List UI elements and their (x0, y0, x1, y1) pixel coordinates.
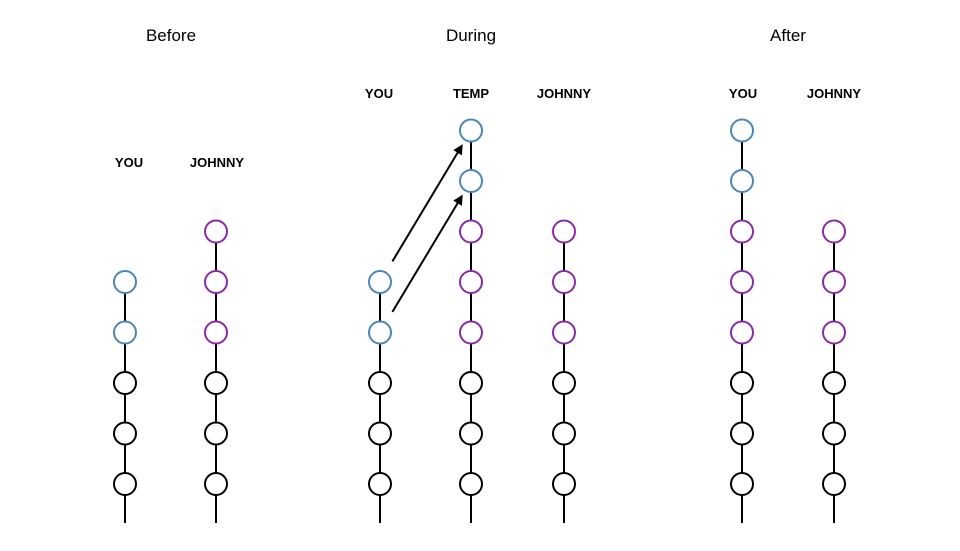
commit-node-base (459, 472, 483, 496)
branch-label-during-you: YOU (365, 86, 393, 101)
commit-node-base (552, 472, 576, 496)
commit-node-johnny (204, 320, 228, 345)
commit-node-base (822, 472, 846, 496)
branch-during-johnny (552, 219, 576, 523)
commit-node-johnny (459, 219, 483, 244)
panel-title-before: Before (146, 26, 196, 45)
commit-node-johnny (552, 219, 576, 244)
commit-node-johnny (459, 320, 483, 345)
commit-node-you (459, 169, 483, 193)
commit-node-johnny (730, 219, 754, 244)
branch-before-johnny (204, 219, 228, 523)
branch-label-after-you: YOU (729, 86, 757, 101)
rebase-arrow-2 (391, 144, 463, 262)
commit-node-johnny (730, 270, 754, 294)
commit-node-base (368, 472, 392, 496)
branch-label-during-johnny: JOHNNY (537, 86, 592, 101)
commit-node-you (730, 118, 754, 143)
branch-label-before-you: YOU (115, 155, 143, 170)
commit-node-base (730, 371, 754, 395)
commit-node-base (552, 371, 576, 395)
branch-label-after-johnny: JOHNNY (807, 86, 862, 101)
commit-node-base (552, 421, 576, 446)
rebase-arrows (391, 144, 463, 313)
branch-after-you (730, 118, 754, 523)
commit-node-base (459, 421, 483, 446)
commit-node-base (204, 371, 228, 395)
commit-node-johnny (822, 320, 846, 345)
commit-node-base (113, 472, 137, 496)
commit-node-johnny (822, 270, 846, 294)
branch-during-you (368, 270, 392, 523)
branch-label-during-temp: TEMP (453, 86, 489, 101)
commit-node-base (368, 421, 392, 446)
commit-node-johnny (204, 219, 228, 244)
commit-node-johnny (822, 219, 846, 244)
commit-node-johnny (459, 270, 483, 294)
commit-node-base (730, 472, 754, 496)
commit-node-base (730, 421, 754, 446)
commit-node-base (459, 371, 483, 395)
commit-node-johnny (552, 270, 576, 294)
commit-node-base (822, 421, 846, 446)
commit-node-base (822, 371, 846, 395)
commit-node-johnny (552, 320, 576, 345)
branch-columns (113, 118, 846, 523)
commit-node-you (113, 320, 137, 345)
commit-node-base (113, 421, 137, 446)
branch-before-you (113, 270, 137, 523)
branch-label-before-johnny: JOHNNY (190, 155, 245, 170)
branch-after-johnny (822, 219, 846, 523)
commit-node-base (204, 421, 228, 446)
branch-during-temp (459, 118, 483, 523)
commit-node-you (113, 270, 137, 294)
commit-node-johnny (204, 270, 228, 294)
rebase-arrow-1 (391, 194, 463, 313)
panel-title-after: After (770, 26, 806, 45)
commit-node-base (368, 371, 392, 395)
commit-node-you (459, 118, 483, 143)
commit-node-johnny (730, 320, 754, 345)
commit-node-you (730, 169, 754, 193)
panel-title-during: During (446, 26, 496, 45)
commit-node-base (113, 371, 137, 395)
commit-node-base (204, 472, 228, 496)
commit-node-you (368, 270, 392, 294)
commit-node-you (368, 320, 392, 345)
